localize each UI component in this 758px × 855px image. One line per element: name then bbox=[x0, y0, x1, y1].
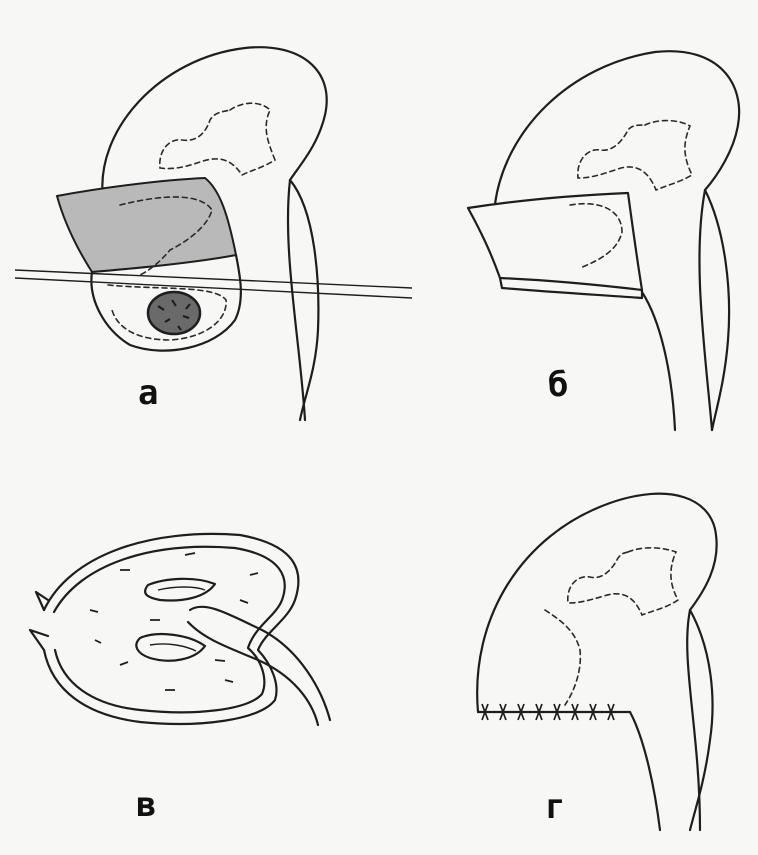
panel-v-drawing bbox=[30, 534, 330, 725]
panel-b-block-dashed bbox=[570, 204, 622, 268]
panel-a-sinus-dashed bbox=[160, 103, 275, 175]
panel-v-capsule-inner bbox=[54, 547, 285, 712]
panel-a-resected-block bbox=[57, 178, 236, 272]
panel-a-hilum-line bbox=[290, 180, 318, 420]
panel-a-needle-2 bbox=[15, 278, 412, 298]
panel-v-tissue-marks bbox=[90, 553, 258, 690]
panel-v-calyx-lower bbox=[136, 634, 205, 661]
panel-g-lower-dashed bbox=[545, 610, 580, 705]
panel-b-sinus-dashed bbox=[578, 121, 692, 190]
panel-label-b: б bbox=[548, 368, 568, 402]
panel-a-lesion bbox=[148, 292, 200, 334]
panel-label-v: в bbox=[136, 788, 156, 822]
panel-label-g: г bbox=[545, 790, 565, 824]
panel-b-drawing bbox=[468, 51, 739, 430]
panel-v-edge-flaps bbox=[30, 592, 48, 650]
panel-label-a: а bbox=[138, 376, 158, 410]
panel-b-lower-line bbox=[642, 292, 675, 430]
panel-a-drawing bbox=[15, 47, 412, 420]
panel-b-cut-block bbox=[468, 193, 642, 290]
panel-g-drawing bbox=[477, 494, 716, 830]
panel-g-kidney-outline bbox=[477, 494, 716, 830]
panel-g-sinus-dashed bbox=[568, 548, 678, 615]
panel-v-calyx-lower-inner bbox=[150, 644, 196, 651]
panel-b-kidney-outline bbox=[495, 51, 739, 430]
panel-v-calyx-upper-inner bbox=[158, 587, 205, 590]
panel-a-needle-1 bbox=[15, 270, 412, 288]
panel-g-lower-line bbox=[630, 712, 660, 830]
panel-v-ureter bbox=[188, 607, 330, 725]
